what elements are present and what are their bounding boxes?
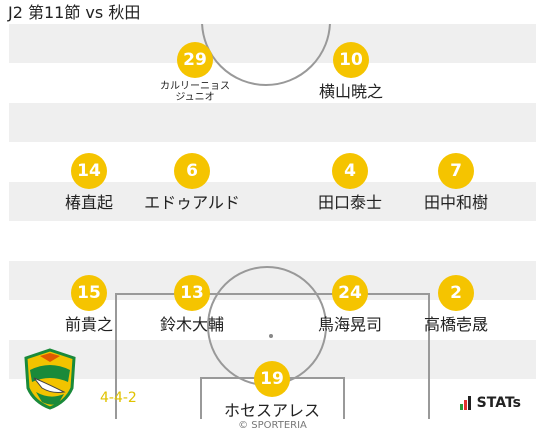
player-number: 4 (332, 153, 368, 189)
pitch-stripe (9, 103, 536, 142)
player-name: ホセスアレス (223, 401, 320, 420)
club-crest-icon (24, 348, 76, 410)
player-number: 7 (438, 153, 474, 189)
stats-bars-icon (459, 396, 472, 410)
player-name: 田口泰士 (317, 193, 382, 212)
penalty-area (115, 293, 430, 419)
player-number: 10 (333, 42, 369, 78)
penalty-spot (269, 334, 273, 338)
player-name: 田中和樹 (423, 193, 488, 212)
player-name: 高橋壱晟 (423, 315, 488, 334)
copyright: © SPORTERIA (238, 420, 307, 431)
player-number: 24 (332, 275, 368, 311)
page-title: J2 第11節 vs 秋田 (8, 3, 141, 22)
player-name: 横山暁之 (318, 82, 383, 101)
pitch-stripe (9, 182, 536, 221)
player-name: カルリーニョス ジュニオ (160, 81, 230, 103)
player-number: 13 (174, 275, 210, 311)
center-circle-top (201, 24, 331, 86)
player-name: 椿直起 (64, 193, 113, 212)
player-number: 29 (177, 42, 213, 78)
formation-label: 4-4-2 (100, 390, 137, 406)
stats-label: STATs (476, 395, 521, 411)
player-number: 19 (254, 361, 290, 397)
player-number: 14 (71, 153, 107, 189)
player-name: 鈴木大輔 (159, 315, 224, 334)
player-name: 鳥海晃司 (317, 315, 382, 334)
player-number: 2 (438, 275, 474, 311)
stats-logo: STATs (459, 395, 521, 411)
player-name: 前貴之 (64, 315, 113, 334)
player-number: 15 (71, 275, 107, 311)
player-name: エドゥアルド (144, 193, 240, 212)
player-number: 6 (174, 153, 210, 189)
